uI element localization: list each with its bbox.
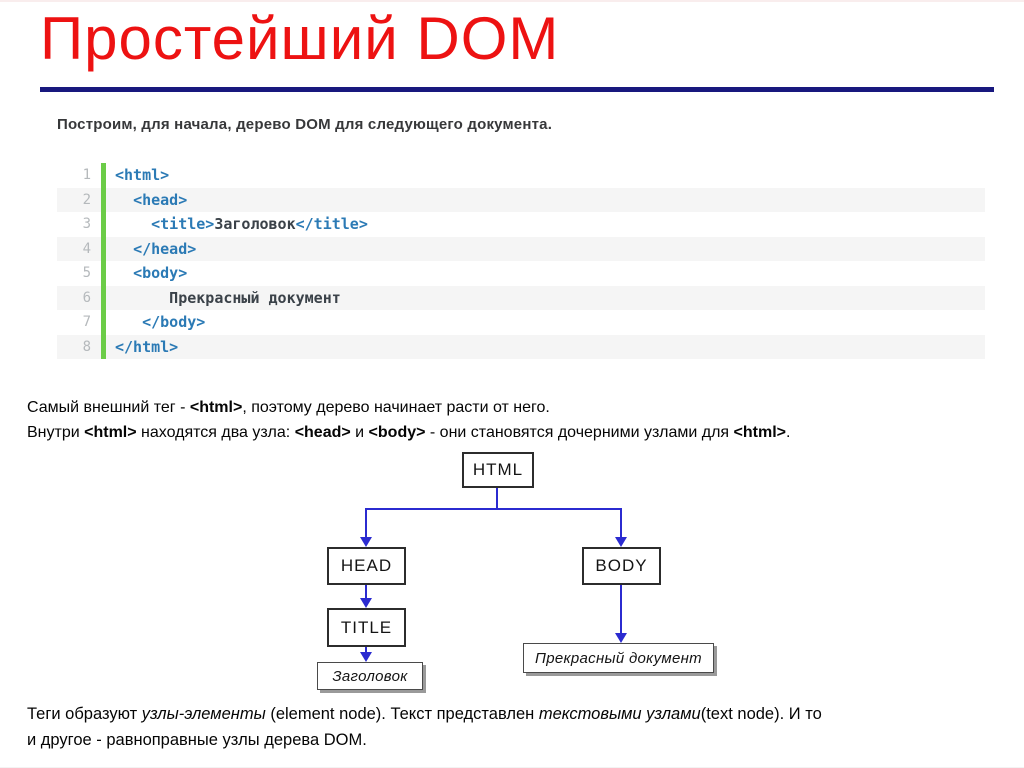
arrowhead-body-text xyxy=(615,633,627,643)
gutter-bar xyxy=(101,163,106,188)
gutter-bar xyxy=(101,310,106,335)
node-head: HEAD xyxy=(327,547,406,585)
connector-to-body xyxy=(620,508,622,537)
connector-html-stem xyxy=(496,488,498,509)
code-line: 5 <body> xyxy=(57,261,985,286)
slide-top-edge xyxy=(0,0,1024,2)
gutter-bar xyxy=(101,285,106,310)
code-text: <html> xyxy=(115,166,170,184)
code-text: </head> xyxy=(133,239,197,258)
gutter-bar xyxy=(101,334,106,359)
node-title: TITLE xyxy=(327,608,406,647)
textnode-document: Прекрасный документ xyxy=(523,643,714,673)
code-text: Прекрасный документ xyxy=(115,288,341,307)
text-line: Внутри <html> находятся два узла: <head>… xyxy=(27,424,791,441)
connector-to-head xyxy=(365,508,367,537)
connector-title-text xyxy=(365,647,367,652)
explanation-paragraph: Самый внешний тег - <html>, поэтому дере… xyxy=(27,395,790,445)
code-line: 1 <html> xyxy=(57,163,985,188)
gutter-bar xyxy=(101,212,106,237)
line-number: 5 xyxy=(82,265,91,282)
textnode-zagolovok: Заголовок xyxy=(317,662,423,690)
gutter-bar xyxy=(101,236,106,261)
gutter-bar xyxy=(101,187,106,212)
arrowhead-title-text xyxy=(360,652,372,662)
node-body: BODY xyxy=(582,547,661,585)
code-line: 6 Прекрасный документ xyxy=(57,285,985,310)
line-number: 8 xyxy=(82,338,91,355)
title-divider xyxy=(40,87,994,92)
text-line: Теги образуют узлы-элементы (element nod… xyxy=(27,705,822,723)
connector-head-title xyxy=(365,585,367,598)
code-text: <head> xyxy=(133,190,188,209)
gutter-bar xyxy=(101,261,106,286)
code-line: 8 </html> xyxy=(57,334,985,359)
code-line: 2 <head> xyxy=(57,187,985,212)
arrowhead-head xyxy=(360,537,372,547)
connector-horizontal xyxy=(365,508,622,510)
code-line: 3 <title>Заголовок</title> xyxy=(57,212,985,237)
line-number: 6 xyxy=(82,289,91,306)
arrowhead-title xyxy=(360,598,372,608)
arrowhead-body xyxy=(615,537,627,547)
page-title: Простейший DOM xyxy=(40,5,560,72)
intro-text: Построим, для начала, дерево DOM для сле… xyxy=(57,116,553,133)
code-text: <title>Заголовок</title> xyxy=(151,215,368,233)
text-line: Самый внешний тег - <html>, поэтому дере… xyxy=(27,399,550,416)
code-block: 1<html>2 <head>3 <title>Заголовок</title… xyxy=(57,163,985,359)
code-text: </body> xyxy=(142,313,206,331)
text-line: и другое - равноправные узлы дерева DOM. xyxy=(27,731,367,749)
code-text: </html> xyxy=(115,337,179,356)
line-number: 7 xyxy=(82,314,91,331)
code-line: 7 </body> xyxy=(57,310,985,335)
line-number: 2 xyxy=(82,191,91,208)
connector-body-text xyxy=(620,585,622,633)
line-number: 1 xyxy=(82,167,91,184)
node-html: HTML xyxy=(462,452,534,488)
line-number: 3 xyxy=(82,216,91,233)
code-text: <body> xyxy=(133,264,188,282)
line-number: 4 xyxy=(82,240,91,257)
nodes-paragraph: Теги образуют узлы-элементы (element nod… xyxy=(27,701,822,753)
code-line: 4 </head> xyxy=(57,236,985,261)
